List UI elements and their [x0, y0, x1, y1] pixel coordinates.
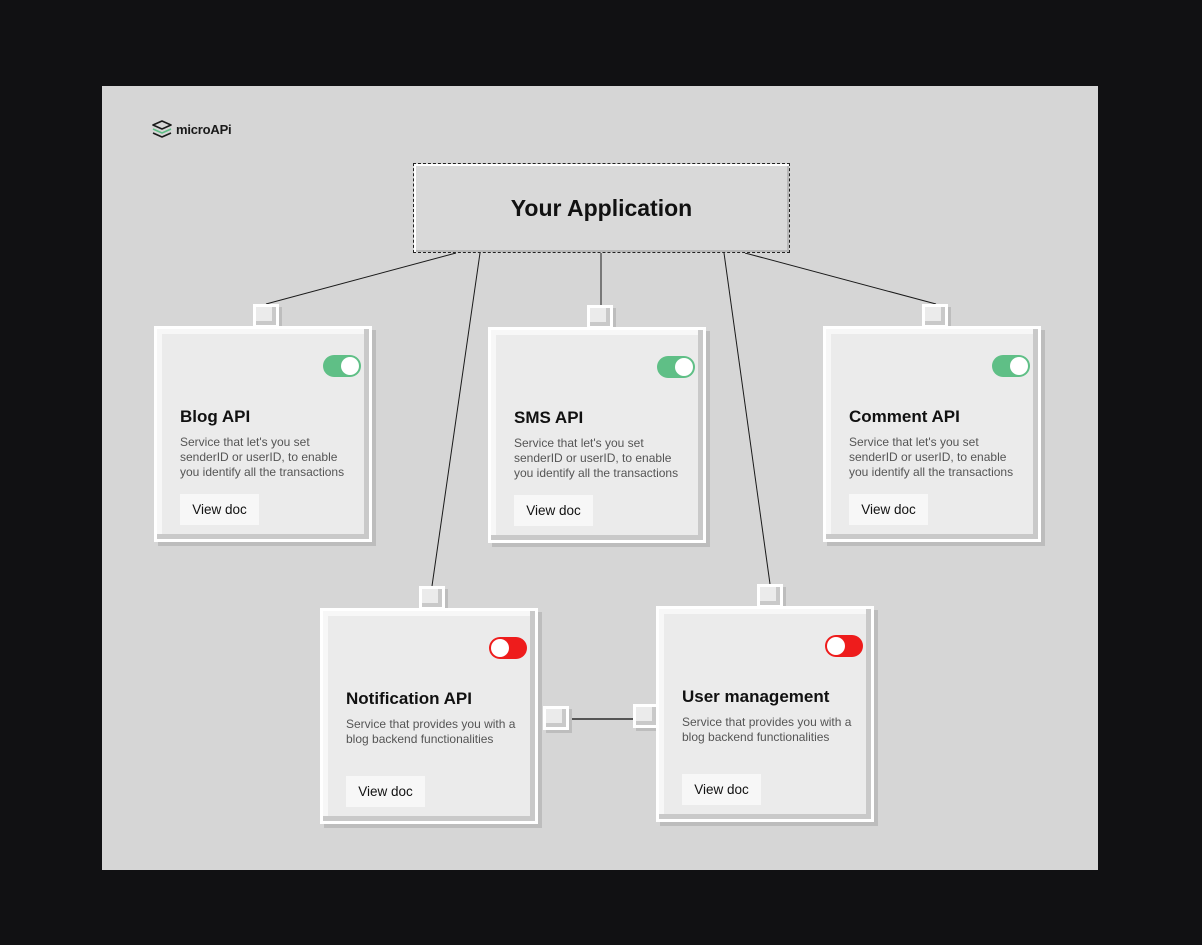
connector-app-comment [744, 252, 937, 305]
toggle-knob [827, 637, 845, 655]
toggle-notification-api[interactable] [489, 637, 527, 659]
toggle-knob [1010, 357, 1028, 375]
toggle-knob [491, 639, 509, 657]
card-blog-api[interactable]: Blog API Service that let's you set send… [154, 326, 372, 542]
card-description: Service that provides you with a blog ba… [346, 717, 516, 746]
port-notification-top[interactable] [419, 586, 445, 610]
card-description: Service that let's you set senderID or u… [849, 435, 1014, 479]
card-description: Service that let's you set senderID or u… [180, 435, 345, 479]
card-notification-api[interactable]: Notification API Service that provides y… [320, 608, 538, 824]
connector-app-user [723, 252, 771, 585]
card-title: Notification API [346, 689, 472, 708]
card-comment-api[interactable]: Comment API Service that let's you set s… [823, 326, 1041, 542]
view-doc-button[interactable]: View doc [682, 774, 761, 805]
stack-layers-icon [152, 120, 172, 138]
application-title: Your Application [510, 194, 693, 221]
toggle-knob [341, 357, 359, 375]
port-sms-top[interactable] [587, 305, 613, 329]
toggle-sms-api[interactable] [657, 356, 695, 378]
card-title: Comment API [849, 407, 960, 426]
port-blog-top[interactable] [253, 304, 279, 328]
view-doc-button[interactable]: View doc [180, 494, 259, 525]
card-sms-api[interactable]: SMS API Service that let's you set sende… [488, 327, 706, 543]
card-title: Blog API [180, 407, 251, 426]
view-doc-button[interactable]: View doc [514, 495, 593, 526]
toggle-knob [675, 358, 693, 376]
your-application-node[interactable]: Your Application [413, 163, 790, 253]
brand-logo[interactable]: microAPi [152, 120, 232, 138]
brand-name: microAPi [176, 121, 232, 137]
toggle-user-management[interactable] [825, 635, 863, 657]
port-user-top[interactable] [757, 584, 783, 608]
port-comment-top[interactable] [922, 304, 948, 328]
connector-lines [265, 252, 937, 720]
connector-app-blog [265, 252, 457, 305]
view-doc-button[interactable]: View doc [346, 776, 425, 807]
view-doc-button[interactable]: View doc [849, 494, 928, 525]
connector-app-notification [431, 252, 481, 587]
card-description: Service that let's you set senderID or u… [514, 436, 679, 480]
card-title: SMS API [514, 408, 584, 427]
toggle-comment-api[interactable] [992, 355, 1030, 377]
card-title: User management [682, 687, 830, 706]
port-notification-right[interactable] [543, 706, 569, 730]
toggle-blog-api[interactable] [323, 355, 361, 377]
card-description: Service that provides you with a blog ba… [682, 715, 852, 744]
diagram-canvas: microAPi Your Application Blog API Servi… [102, 86, 1098, 870]
card-user-management[interactable]: User management Service that provides yo… [656, 606, 874, 822]
